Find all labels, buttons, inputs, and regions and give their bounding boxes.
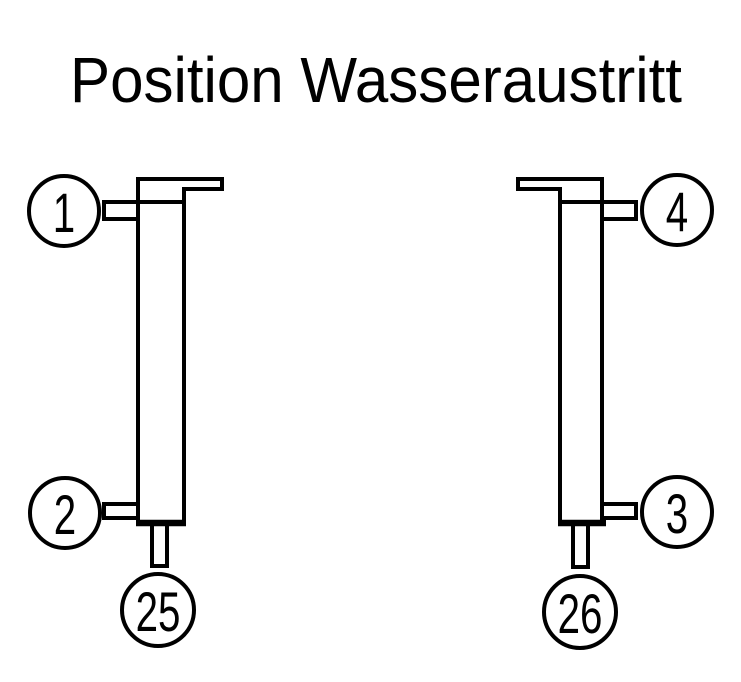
callout-label-3: 3 [666, 484, 688, 546]
callout-label-26: 26 [558, 584, 603, 646]
right-bottom-stub [602, 502, 638, 520]
left-top-stub [102, 200, 186, 221]
callout-label-25: 25 [136, 582, 181, 644]
left-bottom-pipe [150, 523, 169, 568]
right-top-stub [558, 200, 638, 221]
callout-circle-25 [120, 572, 196, 648]
right-unit: 4 3 26 [516, 173, 714, 650]
right-bottom-pipe [571, 523, 590, 569]
callout-circle-2 [28, 476, 102, 550]
left-bottom-stub [102, 502, 140, 520]
callout-label-2: 2 [54, 485, 76, 547]
left-column-outline [136, 177, 224, 526]
callout-circle-4 [640, 173, 714, 247]
right-column-outline [516, 177, 604, 526]
callout-label-1: 1 [53, 183, 75, 245]
page-title: Position Wasseraustritt [70, 44, 682, 116]
callout-label-4: 4 [666, 182, 688, 244]
callout-circle-1 [27, 174, 101, 248]
callout-circle-26 [542, 574, 618, 650]
callout-circle-3 [640, 475, 714, 549]
left-unit: 1 2 25 [27, 174, 224, 648]
